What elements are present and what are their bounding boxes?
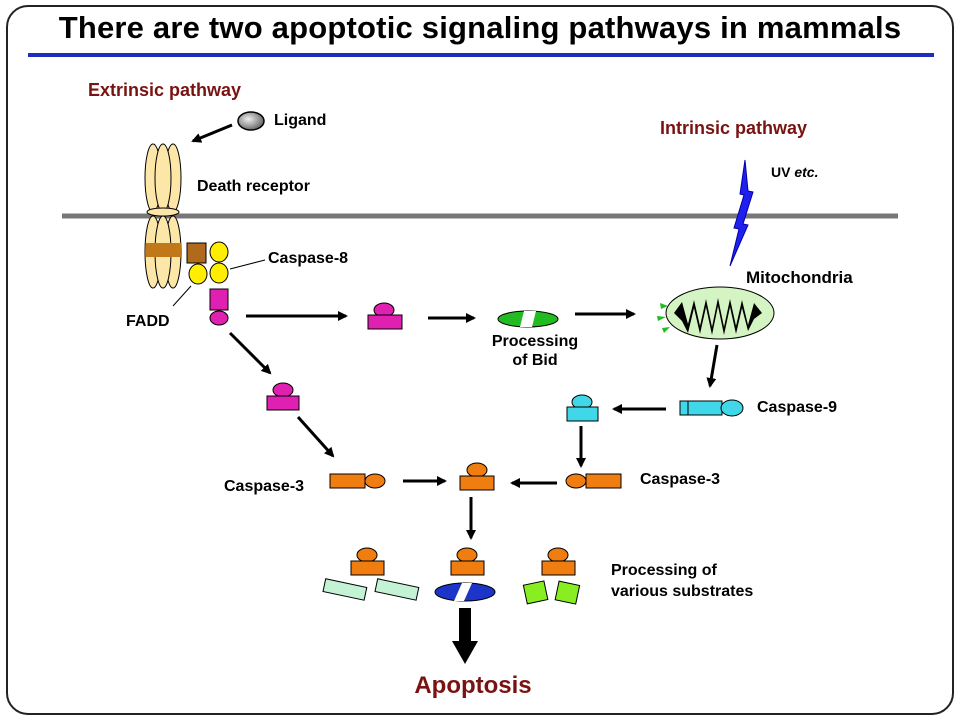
arrow-caspase8-to-caspase3 xyxy=(296,415,335,458)
apoptosis-arrow xyxy=(452,608,478,664)
arrow-caspase8-diagonal xyxy=(228,331,272,375)
extrinsic-pathway-heading: Extrinsic pathway xyxy=(88,80,242,100)
uv-lightning-icon xyxy=(729,159,754,267)
substrate-right-icon xyxy=(522,547,581,605)
caspase8-yellow-bottom-icon xyxy=(209,262,229,284)
caspase8-yellow-top-icon xyxy=(209,241,229,263)
title-underline xyxy=(28,53,934,57)
mitochondria-label: Mitochondria xyxy=(746,268,853,287)
bid-icon xyxy=(497,310,559,328)
intrinsic-pathway-heading: Intrinsic pathway xyxy=(660,118,808,138)
caspase8-leader xyxy=(229,259,266,270)
fadd-label: FADD xyxy=(126,313,170,330)
active-caspase8-left-icon xyxy=(266,382,300,411)
active-caspase9-icon xyxy=(566,394,599,422)
arrow-ligand-to-receptor xyxy=(191,123,233,143)
arrow-mitochondria-to-caspase9 xyxy=(706,344,719,388)
caspase8-label: Caspase-8 xyxy=(268,250,349,267)
caspase8-prodomain-icon xyxy=(209,310,229,326)
ligand-icon xyxy=(237,111,265,131)
caspase8-procaspase-icon xyxy=(209,288,229,311)
procaspase9-icon xyxy=(679,399,744,417)
uv-etc-label: etc. xyxy=(794,164,819,180)
procaspase3-left-icon xyxy=(329,473,386,489)
death-receptor-label: Death receptor xyxy=(197,178,310,195)
substrate-middle-icon xyxy=(434,547,496,602)
fadd-yellow-icon xyxy=(188,263,208,285)
caspase9-label: Caspase-9 xyxy=(757,399,838,416)
ligand-label: Ligand xyxy=(274,112,327,129)
slide-title: There are two apoptotic signaling pathwa… xyxy=(58,10,902,45)
caspase3-right-label: Caspase-3 xyxy=(640,471,721,488)
fadd-leader xyxy=(172,285,192,307)
death-receptor-icon xyxy=(144,143,182,289)
fadd-icon xyxy=(186,242,207,264)
substrate-processing-label: Processing of various substrates xyxy=(611,562,754,600)
bid-processing-label: Processing of Bid xyxy=(491,333,579,369)
uv-label: UV etc. xyxy=(771,164,819,180)
active-caspase3-icon xyxy=(459,462,495,491)
mitochondria-icon xyxy=(657,286,775,340)
caspase3-left-label: Caspase-3 xyxy=(224,478,305,495)
apoptosis-label: Apoptosis xyxy=(414,672,532,699)
procaspase3-right-icon xyxy=(565,473,622,489)
active-caspase8-icon xyxy=(367,302,403,330)
substrate-left-icon xyxy=(322,547,420,601)
